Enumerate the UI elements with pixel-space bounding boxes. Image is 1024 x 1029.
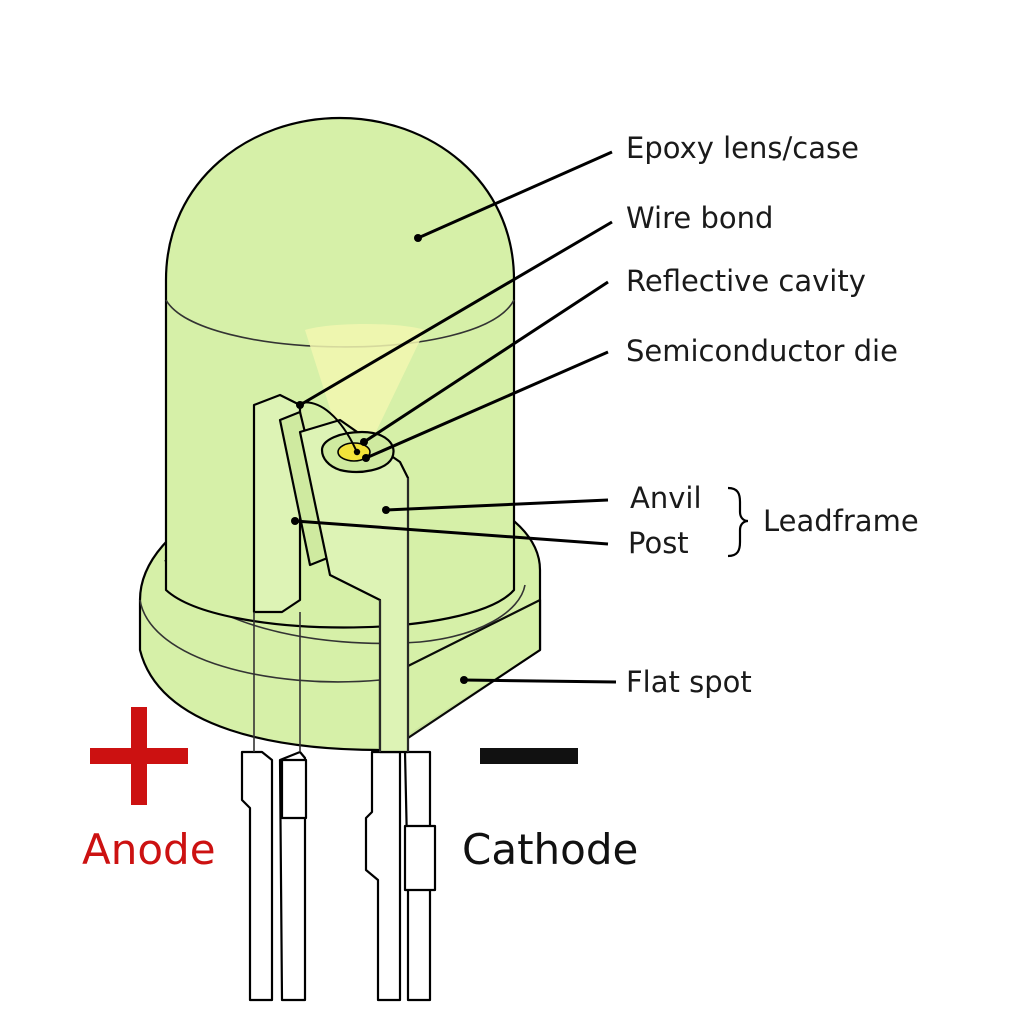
label-anode: Anode bbox=[82, 825, 216, 874]
label-anvil: Anvil bbox=[630, 481, 702, 515]
label-cathode: Cathode bbox=[462, 825, 638, 874]
labels: Epoxy lens/case Wire bond Reflective cav… bbox=[626, 131, 919, 699]
plus-icon bbox=[90, 707, 188, 805]
cathode-leg bbox=[364, 750, 402, 1002]
label-semiconductor-die: Semiconductor die bbox=[626, 334, 898, 368]
label-post: Post bbox=[628, 526, 689, 560]
label-epoxy-lens-case: Epoxy lens/case bbox=[626, 131, 859, 165]
leads bbox=[240, 750, 437, 1002]
minus-icon bbox=[480, 748, 578, 764]
label-reflective-cavity: Reflective cavity bbox=[626, 264, 866, 298]
light-glow bbox=[305, 324, 425, 440]
leadframe-brace bbox=[727, 486, 749, 558]
anode-leg-kink bbox=[280, 758, 308, 820]
leader-lines bbox=[291, 150, 617, 684]
label-leadframe: Leadframe bbox=[763, 504, 919, 538]
flange-top-edge bbox=[139, 599, 381, 683]
cathode-leg-kink bbox=[403, 824, 437, 892]
anode-leg bbox=[240, 750, 274, 1002]
polarity: Anode Cathode bbox=[82, 707, 638, 874]
label-flat-spot: Flat spot bbox=[626, 665, 752, 699]
leadframe-internals bbox=[252, 393, 410, 754]
die-contact bbox=[353, 448, 361, 456]
label-wire-bond: Wire bond bbox=[626, 201, 773, 235]
